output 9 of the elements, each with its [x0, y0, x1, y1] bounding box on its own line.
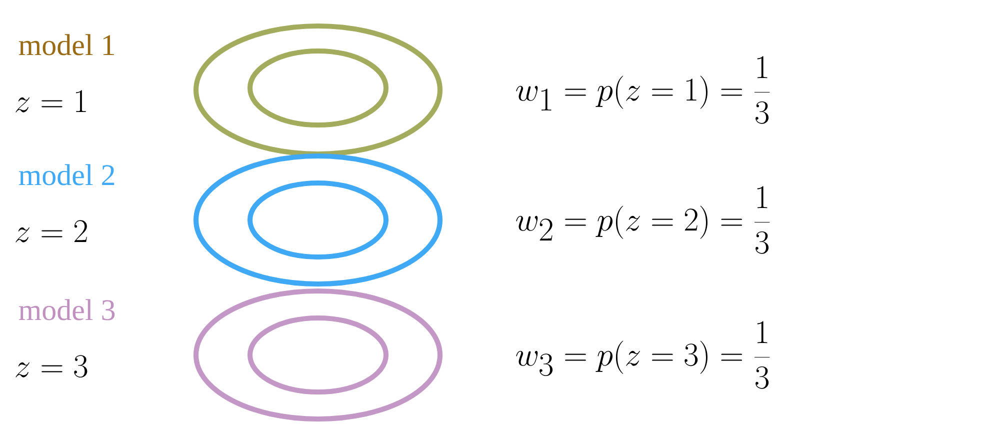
formula: $w_3 = p(z = 3) = \frac{1}{3}$	[516, 321, 770, 389]
formula: $z = 1$	[16, 90, 86, 112]
formula: $z = 3$	[16, 355, 88, 378]
formula: $w_1 = p(z = 1) = \frac{1}{3}$	[516, 56, 770, 124]
model-label: model 3	[18, 299, 115, 320]
formula: $z = 2$	[16, 220, 87, 242]
formula: $w_2 = p(z = 2) = \frac{1}{3}$	[516, 186, 770, 254]
model-label: model 1	[18, 34, 114, 56]
model-label: model 2	[18, 164, 114, 186]
